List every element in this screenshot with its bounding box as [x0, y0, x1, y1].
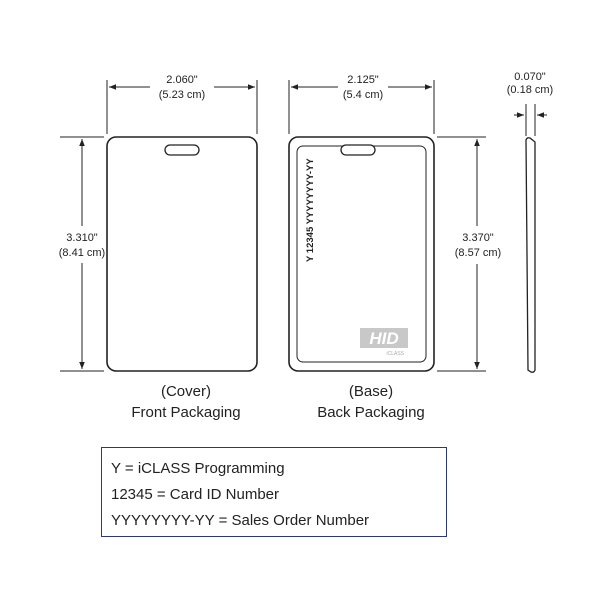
- side-profile-outline: [525, 137, 536, 373]
- front-card: [106, 136, 258, 372]
- back-card-vertical-print: Y 12345 YYYYYYYY-YY: [305, 158, 316, 262]
- legend-line-card-id: 12345 = Card ID Number: [111, 486, 280, 503]
- back-caption-line1: (Base): [348, 383, 394, 400]
- back-card-outline: [288, 136, 435, 372]
- legend-line-sales-order: YYYYYYYY-YY = Sales Order Number: [111, 512, 370, 529]
- front-caption-line1: (Cover): [160, 383, 211, 400]
- front-height-cm: (8.41 cm): [59, 247, 105, 259]
- back-height-cm: (8.57 cm): [455, 247, 501, 259]
- back-card-slot: [340, 144, 376, 156]
- back-width-dimension: 2.125" (5.4 cm): [288, 74, 435, 134]
- thickness-dimension: 0.070" (0.18 cm): [507, 71, 553, 136]
- card-side-profile: [525, 137, 536, 373]
- back-caption-line2: Back Packaging: [317, 404, 425, 421]
- front-card-caption: (Cover) Front Packaging: [86, 381, 286, 423]
- hid-logo-text: HID: [369, 329, 398, 348]
- back-card-caption: (Base) Back Packaging: [271, 381, 471, 423]
- hid-logo-subtext: iCLASS: [386, 351, 404, 357]
- back-width-cm: (5.4 cm): [343, 89, 383, 101]
- hid-logo: HID iCLASS: [360, 328, 408, 357]
- front-width-inches: 2.060": [166, 74, 198, 86]
- front-caption-line2: Front Packaging: [131, 404, 241, 421]
- legend-line-programming: Y = iCLASS Programming: [111, 460, 285, 477]
- front-card-slot: [164, 144, 200, 156]
- thickness-inches: 0.070": [514, 71, 546, 83]
- back-width-inches: 2.125": [347, 74, 379, 86]
- thickness-cm: (0.18 cm): [507, 84, 553, 96]
- front-height-dimension: 3.310" (8.41 cm): [59, 136, 105, 372]
- front-width-dimension: 2.060" (5.23 cm): [106, 74, 258, 134]
- back-height-dimension: 3.370" (8.57 cm): [437, 136, 501, 372]
- front-width-cm: (5.23 cm): [159, 89, 205, 101]
- front-card-outline: [106, 136, 258, 372]
- front-height-inches: 3.310": [66, 232, 98, 244]
- back-height-inches: 3.370": [462, 232, 494, 244]
- legend-box: Y = iCLASS Programming 12345 = Card ID N…: [101, 447, 447, 537]
- back-card: Y 12345 YYYYYYYY-YY HID iCLASS: [288, 136, 435, 372]
